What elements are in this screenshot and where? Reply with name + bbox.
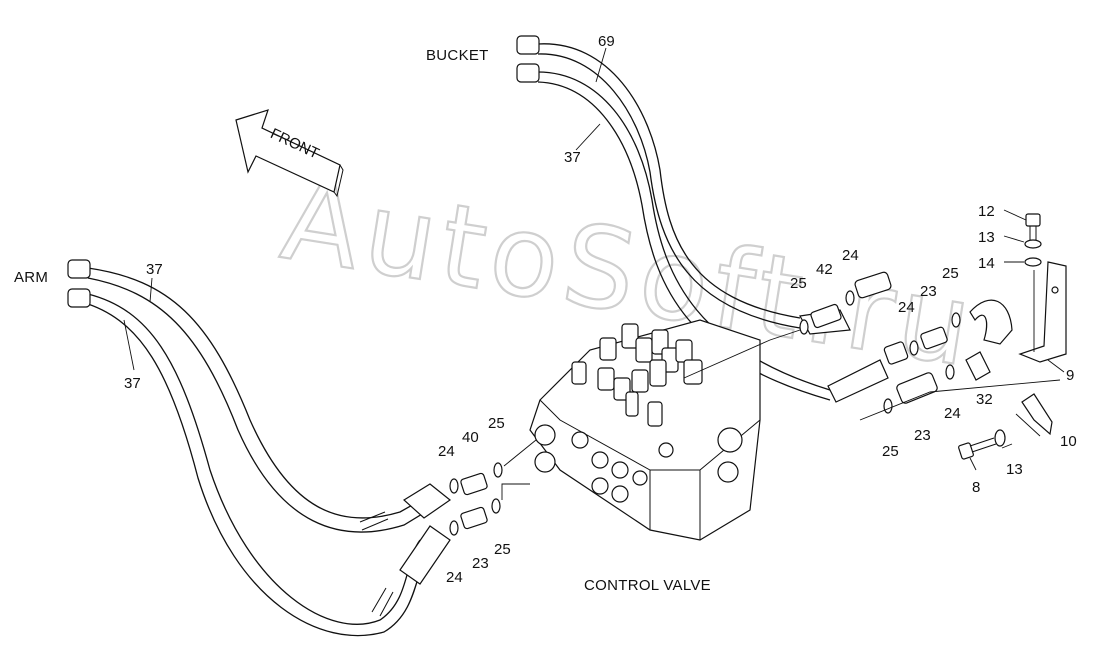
washer-icon xyxy=(994,429,1006,447)
callout-25: 25 xyxy=(790,275,807,292)
arm-label: ARM xyxy=(14,269,48,286)
hose-fitting-icon xyxy=(516,35,540,55)
arm-hoses xyxy=(67,259,452,637)
clamp xyxy=(1021,393,1053,436)
callout-69: 69 xyxy=(598,33,615,50)
right-fittings xyxy=(683,290,1061,421)
callout-37: 37 xyxy=(146,261,163,278)
callout-25: 25 xyxy=(882,443,899,460)
callout-23: 23 xyxy=(914,427,931,444)
part-callouts: 69 37 37 37 12 13 14 25 42 24 25 23 24 9 32 24 23 25 10 13 8… xyxy=(124,33,1077,586)
callout-25: 25 xyxy=(942,265,959,282)
callout-42: 42 xyxy=(816,261,833,278)
callout-24: 24 xyxy=(438,443,455,460)
callout-37: 37 xyxy=(124,375,141,392)
bolt-12 xyxy=(1025,213,1041,241)
hose-fitting-icon xyxy=(67,288,91,308)
bracket xyxy=(1018,261,1067,363)
callout-12: 12 xyxy=(978,203,995,220)
callout-13: 13 xyxy=(1006,461,1023,478)
control-valve xyxy=(529,319,761,541)
callout-24: 24 xyxy=(842,247,859,264)
callout-23: 23 xyxy=(920,283,937,300)
hose-fitting-icon xyxy=(67,259,91,279)
callout-8: 8 xyxy=(972,479,980,496)
callout-32: 32 xyxy=(976,391,993,408)
control-valve-label: CONTROL VALVE xyxy=(584,577,711,594)
valve-spools xyxy=(571,323,703,427)
callout-25: 25 xyxy=(488,415,505,432)
callout-9: 9 xyxy=(1066,367,1074,384)
callout-14: 14 xyxy=(978,255,995,272)
callout-10: 10 xyxy=(1060,433,1077,450)
callout-24: 24 xyxy=(944,405,961,422)
front-arrow: FRONT xyxy=(235,109,344,198)
left-fittings xyxy=(449,439,537,536)
callout-23: 23 xyxy=(472,555,489,572)
washer-icon xyxy=(1024,239,1042,249)
callout-37: 37 xyxy=(564,149,581,166)
washer-icon xyxy=(1024,257,1042,267)
callout-24: 24 xyxy=(446,569,463,586)
bolt-8 xyxy=(958,437,997,460)
bucket-label: BUCKET xyxy=(426,47,489,64)
callout-24: 24 xyxy=(898,299,915,316)
callout-25: 25 xyxy=(494,541,511,558)
hose-fitting-icon xyxy=(516,63,540,83)
callout-40: 40 xyxy=(462,429,479,446)
callout-13: 13 xyxy=(978,229,995,246)
leader-lines xyxy=(123,47,1065,471)
